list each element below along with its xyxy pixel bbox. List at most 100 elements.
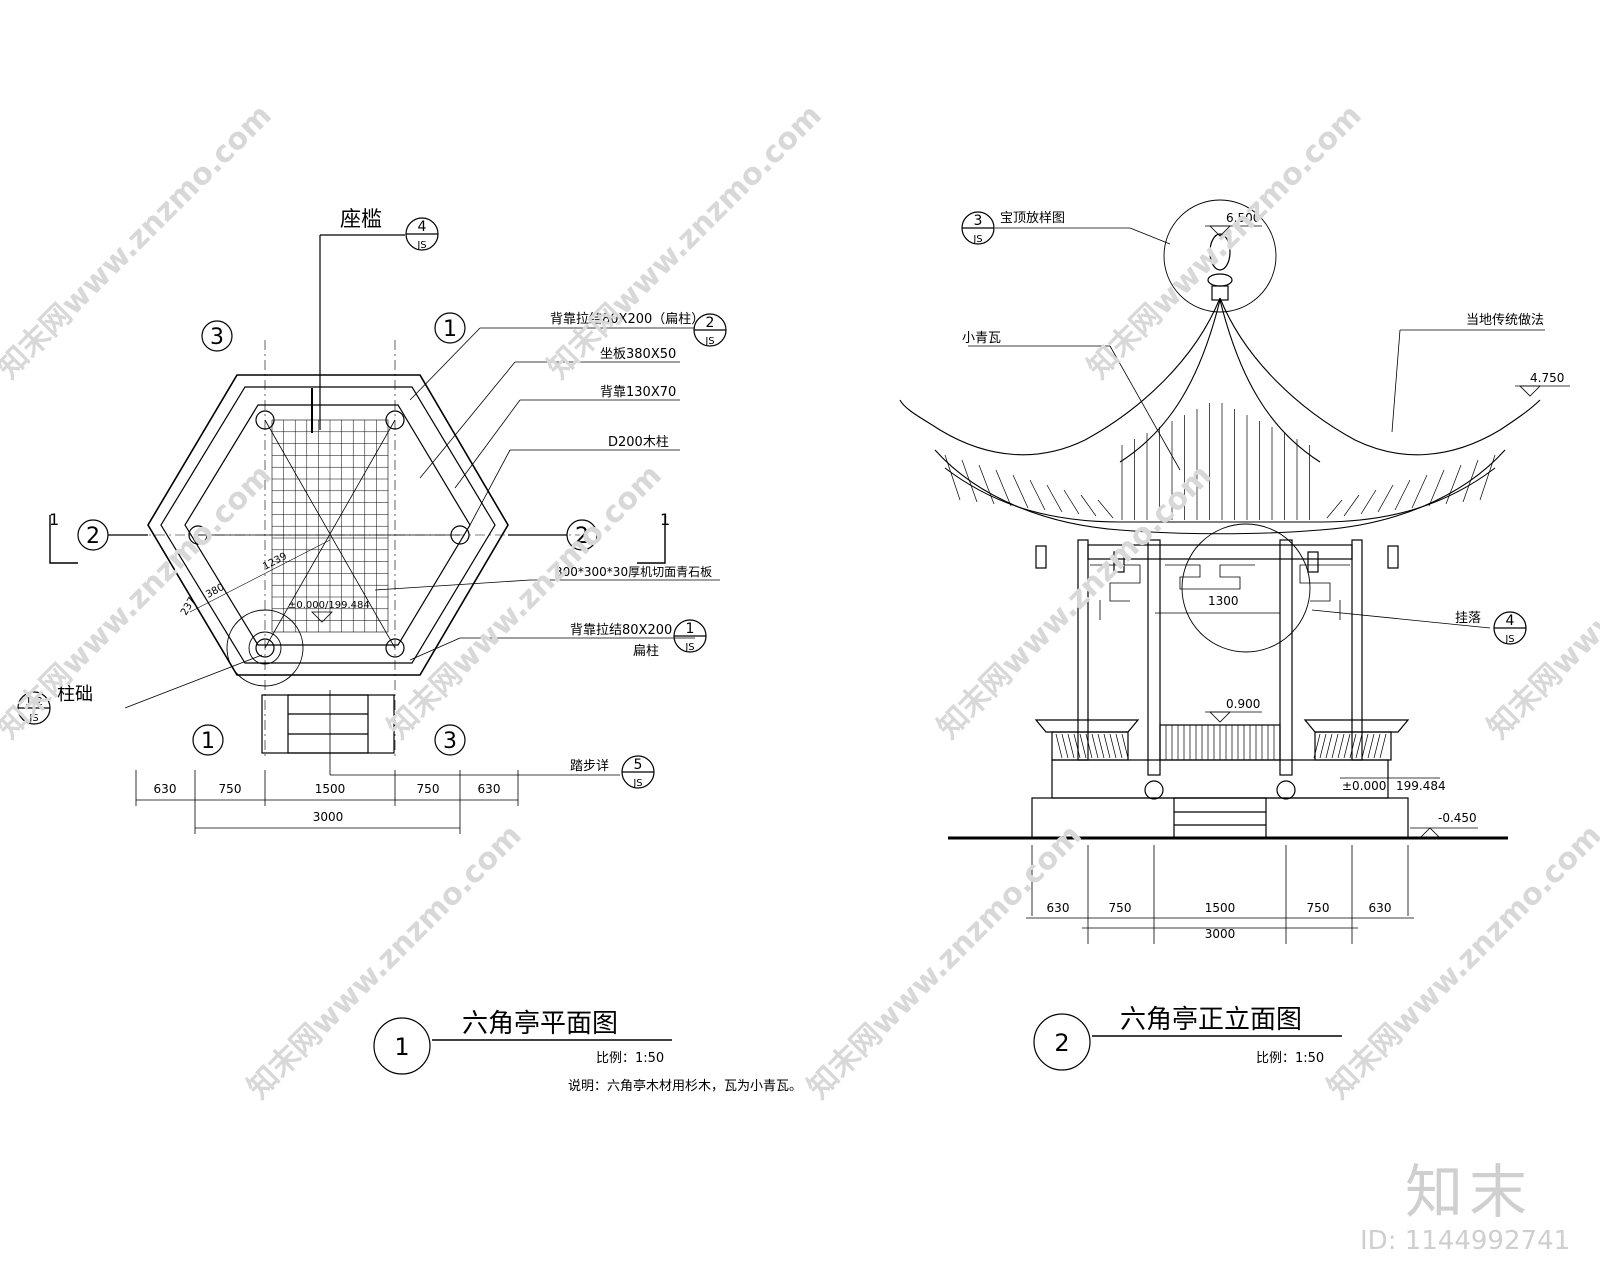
axis-label: 2 [86, 524, 100, 549]
callout-ref-bubble: 2 JS [693, 313, 727, 347]
dim-label: 750 [1109, 901, 1132, 915]
dim-label: 630 [154, 782, 177, 796]
axis-label: 3 [210, 325, 224, 350]
svg-text:JS: JS [632, 778, 642, 789]
svg-text:4: 4 [418, 219, 427, 235]
svg-text:JS: JS [416, 240, 426, 251]
level-label: 0.900 [1226, 697, 1260, 711]
svg-text:知末网www.znzmo.com: 知末网www.znzmo.com [0, 98, 279, 386]
level-label: ±0.000 [1342, 779, 1386, 793]
elevation-title-number: 2 [1054, 1029, 1069, 1057]
svg-text:知末网www.znzmo.com: 知末网www.znzmo.com [801, 818, 1089, 1106]
dim-total: 3000 [1205, 927, 1236, 941]
plan-level: ±0.000/199.484 [288, 600, 370, 611]
callout-ref-bubble: 5 JS [621, 755, 655, 789]
elevation-title: 六角亭正立面图 [1120, 1005, 1302, 1035]
callout-label: 背靠拉结80X200（扁柱） [550, 312, 704, 327]
plan-view: 3 1 2 2 1 3 1 1 座槛 4 JS [17, 207, 802, 1094]
level-label: 199.484 [1396, 779, 1446, 793]
plan-note: 说明：六角亭木材用杉木，瓦为小青瓦。 [568, 1078, 802, 1094]
level-label: 4.750 [1530, 371, 1564, 385]
bracket-label: 挂落 [1455, 611, 1481, 626]
svg-text:JS: JS [972, 234, 982, 245]
dim-label: 630 [1369, 901, 1392, 915]
watermarks: 知末网www.znzmo.com 知末网www.znzmo.com 知末网www… [0, 98, 1600, 1106]
svg-text:4: 4 [1506, 613, 1515, 629]
elev-inner-dim: 1300 [1208, 594, 1239, 608]
dim-total: 3000 [313, 810, 344, 824]
inner-dim: 237 [179, 595, 198, 617]
finial [1207, 233, 1233, 301]
svg-text:1-2: 1-2 [25, 695, 43, 708]
dim-label: 750 [219, 782, 242, 796]
finial-ref-bubble: 3 JS [961, 211, 995, 245]
svg-text:2: 2 [706, 315, 715, 331]
callout-label: 背靠130X70 [600, 385, 676, 400]
dim-label: 750 [417, 782, 440, 796]
finial-ref-label: 宝顶放样图 [1000, 211, 1065, 226]
callout-label: 坐板380X50 [600, 347, 676, 362]
dim-label: 630 [478, 782, 501, 796]
callout-label: 踏步详 [570, 759, 609, 774]
callout-label: D200木柱 [608, 435, 669, 450]
brand-logo: 知末 [1405, 1158, 1534, 1226]
inner-dim: 380 [204, 582, 226, 601]
axis-label: 3 [443, 729, 457, 754]
plan-steps [261, 694, 395, 754]
seat-rail-label: 座槛 [340, 207, 382, 231]
tile-label: 小青瓦 [962, 331, 1001, 346]
svg-text:知末网www.znzmo.com: 知末网www.znzmo.com [1481, 458, 1600, 746]
callout-label: 背靠拉结80X200 [570, 623, 672, 638]
svg-text:知末网www.znzmo.com: 知末网www.znzmo.com [241, 818, 529, 1106]
level-label: 6.500 [1226, 211, 1260, 225]
inner-dim: 1239 [261, 551, 289, 573]
callout-ref-bubble: 1 JS [673, 619, 707, 653]
plan-dimensions [135, 770, 519, 834]
column [385, 638, 405, 658]
plan-callouts [329, 327, 720, 776]
svg-text:JS: JS [1504, 634, 1514, 645]
brand-id: ID: 1144992741 [1360, 1226, 1571, 1256]
plan-title-number: 1 [394, 1033, 409, 1061]
elevation-dimensions [1026, 845, 1414, 944]
elevation-levels [1205, 225, 1570, 839]
svg-text:知末网www.znzmo.com: 知末网www.znzmo.com [931, 458, 1219, 746]
svg-text:JS: JS [684, 642, 694, 653]
callout-label: 300*300*30厚机切面青石板 [555, 565, 712, 579]
plan-inner-hexagon [160, 386, 496, 664]
section-mark-label: 1 [660, 510, 670, 529]
svg-text:JS: JS [704, 336, 714, 347]
dim-label: 630 [1047, 901, 1070, 915]
elevation-scale: 比例：1:50 [1256, 1051, 1324, 1066]
axis-label: 2 [575, 524, 589, 549]
dim-label: 1500 [1205, 901, 1236, 915]
elevation-columns [1077, 539, 1363, 800]
axis-label: 1 [443, 317, 457, 342]
svg-text:3: 3 [974, 213, 983, 229]
column [255, 638, 275, 658]
elevation-callouts [968, 227, 1545, 629]
dim-label: 1500 [315, 782, 346, 796]
svg-text:知末网www.znzmo.com: 知末网www.znzmo.com [1081, 98, 1369, 386]
plan-title: 六角亭平面图 [462, 1009, 618, 1039]
roof [899, 297, 1541, 535]
plan-scale: 比例：1:50 [596, 1051, 664, 1066]
seat-rail-ref-bubble: 4 JS [405, 217, 439, 251]
svg-text:JS: JS [28, 713, 38, 724]
column-base-label: 柱础 [57, 684, 93, 705]
eave-pendants [1035, 545, 1399, 573]
axis-label: 1 [201, 729, 215, 754]
plan-axis-bubbles: 3 1 2 2 1 3 [77, 312, 598, 756]
section-mark-label: 1 [49, 510, 59, 529]
svg-text:知末网www.znzmo.com: 知末网www.znzmo.com [1321, 818, 1600, 1106]
svg-text:知末网www.znzmo.com: 知末网www.znzmo.com [541, 98, 829, 386]
bracket-ref-bubble: 4 JS [1493, 611, 1527, 645]
callout-label: 扁柱 [633, 644, 659, 659]
svg-text:1: 1 [686, 621, 695, 637]
plan-seat-hexagon [184, 404, 471, 646]
elevation-view: 1300 [899, 199, 1570, 1071]
section-marks: 1 1 [49, 510, 670, 564]
svg-text:5: 5 [634, 757, 643, 773]
